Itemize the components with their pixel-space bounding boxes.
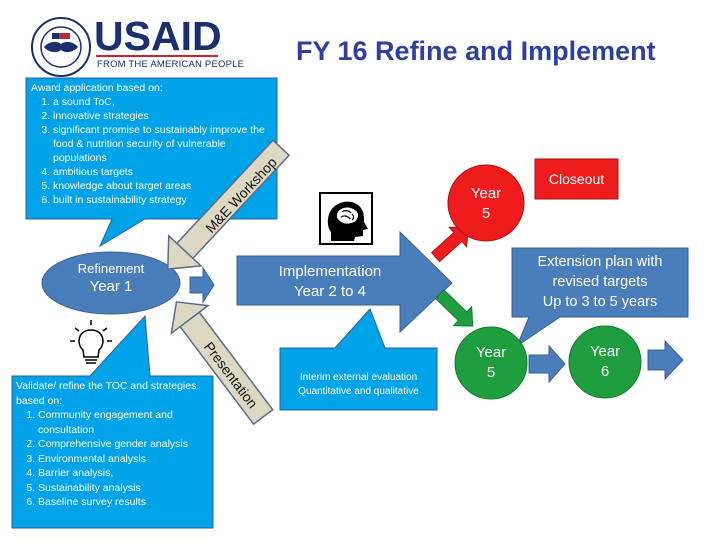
list-item: built in sustainability strategy	[53, 193, 271, 207]
extension-line2: revised targets	[552, 274, 648, 290]
validate-list: Community engagement and consultation Co…	[16, 408, 208, 510]
list-item: Comprehensive gender analysis	[38, 437, 208, 452]
usaid-wordmark: USAID	[94, 13, 222, 59]
year5-green-label: Year 5	[461, 343, 521, 383]
year5-red-line2: 5	[481, 205, 491, 222]
year5-green-line2: 5	[486, 364, 496, 381]
list-item: innovative strategies	[53, 109, 271, 123]
extension-line1: Extension plan with	[537, 254, 663, 270]
year6-green-circle	[568, 325, 642, 399]
interim-label: Interim external evaluation Quantitative…	[281, 371, 436, 399]
final-arrow	[647, 339, 684, 381]
green-to-green-arrow	[528, 344, 566, 384]
extension-callout-box	[511, 247, 689, 348]
list-item: ambitious targets	[53, 165, 271, 179]
refinement-arrow	[189, 266, 215, 304]
year5-red-line1: Year	[470, 185, 502, 202]
year5-red-circle	[447, 164, 525, 242]
validate-callout-box	[11, 314, 214, 529]
implementation-line1: Implementation	[278, 263, 382, 280]
list-item: Community engagement and consultation	[38, 408, 208, 437]
validate-heading: Validate/ refine the TOC and strategies	[16, 380, 197, 392]
list-item: knowledge about target areas	[53, 179, 271, 193]
award-callout-text: Award application based on: a sound ToC,…	[31, 81, 271, 207]
presentation-arrow	[170, 301, 274, 426]
closeout-box	[534, 158, 619, 200]
year6-green-label: Year 6	[575, 342, 635, 382]
list-item: Barrier analysis,	[38, 466, 208, 481]
year6-green-line2: 6	[600, 363, 610, 380]
list-item: Sustainability analysis	[38, 481, 208, 496]
closeout-label: Closeout	[548, 171, 605, 187]
implementation-line2: Year 2 to 4	[293, 283, 366, 300]
usaid-underline	[96, 55, 218, 57]
award-list: a sound ToC, innovative strategies signi…	[31, 95, 271, 207]
refinement-ellipse	[41, 251, 181, 315]
me-workshop-arrow	[167, 139, 291, 270]
brain-head-icon	[319, 192, 373, 245]
refinement-line1: Refinement	[77, 261, 145, 276]
implementation-arrow	[236, 230, 453, 334]
refinement-line2: Year 1	[89, 278, 133, 295]
list-item: Baseline survey results	[38, 495, 208, 510]
award-heading: Award application based on:	[31, 82, 163, 94]
extension-label: Extension plan with revised targets Up t…	[512, 252, 688, 312]
refinement-label: Refinement Year 1	[46, 261, 176, 297]
extension-line3: Up to 3 to 5 years	[542, 294, 658, 310]
list-item: significant promise to sustainably impro…	[53, 123, 271, 165]
year6-green-line1: Year	[589, 343, 621, 360]
year5-green-circle	[454, 326, 528, 400]
red-arrow	[430, 226, 469, 263]
implementation-label: Implementation Year 2 to 4	[250, 262, 410, 302]
interim-callout-box	[279, 308, 438, 411]
list-item: Environmental analysis	[38, 452, 208, 467]
year5-red-label: Year 5	[456, 184, 516, 224]
year5-green-line1: Year	[475, 344, 507, 361]
interim-line1: Interim external evaluation	[299, 372, 418, 383]
usaid-tagline: FROM THE AMERICAN PEOPLE	[97, 59, 245, 70]
light-bulb-icon	[70, 320, 112, 364]
page-title: FY 16 Refine and Implement	[296, 36, 656, 66]
list-item: a sound ToC,	[53, 95, 271, 109]
validate-callout-text: Validate/ refine the TOC and strategies …	[16, 379, 208, 510]
usaid-seal	[31, 17, 91, 77]
green-arrow	[434, 289, 474, 327]
validate-subheading: based on:	[16, 394, 63, 407]
interim-line2: Quantitative and qualitative	[298, 386, 419, 397]
